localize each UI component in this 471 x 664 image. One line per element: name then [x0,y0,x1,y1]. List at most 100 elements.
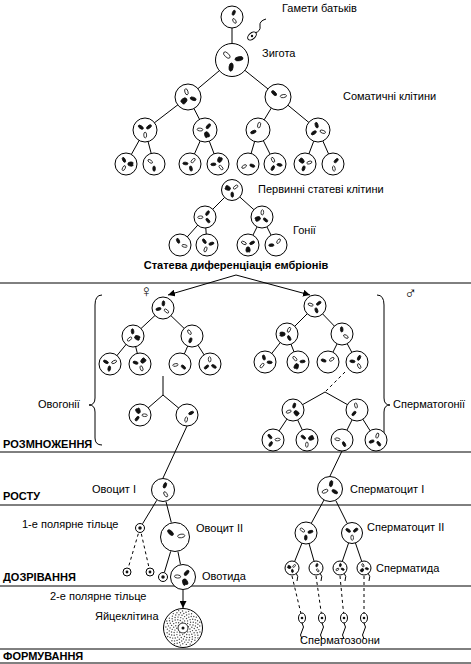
chromosome [376,441,381,447]
cell-outline [251,206,273,228]
yolk-dot [192,639,193,640]
cell [181,325,203,347]
cell-outline [322,153,344,175]
chromosome [103,359,109,364]
yolk-dot [171,618,172,619]
chromosome [222,51,231,60]
chromosome [218,157,223,163]
chromosome [365,567,369,570]
chromosome [375,433,379,439]
cell-outline [333,561,347,575]
cell [237,153,259,175]
lineage-line [316,576,322,618]
cell [264,153,286,175]
chromosome [197,128,203,131]
yolk-dot [174,640,175,641]
yolk-dot [180,644,181,645]
cell-outline [169,353,191,375]
yolk-dot [169,633,170,634]
chromosome [241,241,247,246]
cell [251,206,273,228]
chromosome [142,414,147,417]
cell-outline [357,561,371,575]
chromosome [189,166,193,172]
chromosome [350,360,356,363]
lineage-line [145,97,188,130]
chromosome [204,364,210,369]
yolk-dot [177,616,178,617]
yolk-dot [169,637,170,638]
chromosome [141,359,147,364]
chromosome [131,329,134,334]
yolk-dot [172,637,173,638]
cell-outline [159,573,168,582]
yolk-dot [194,634,195,635]
yolk-dot [198,629,199,630]
yolk-dot [165,626,166,627]
cell-node: Овоцит I [151,478,175,502]
yolk-dot [166,632,167,633]
cell-outline [179,153,201,175]
cell [262,429,284,451]
cell-outline [306,118,330,142]
chromosome [333,158,339,164]
yolk-dot [191,627,192,628]
yolk-dot [183,638,184,639]
cell-outline [169,234,191,256]
yolk-dot [177,636,178,637]
cell-outline [181,325,203,347]
yolk-dot [166,620,167,621]
chromosome [268,441,273,447]
chromosome [305,442,308,447]
cell [246,118,270,142]
chromosome [190,158,196,164]
yolk-dot [182,634,183,635]
yolk-dot [184,616,185,617]
yolk-dot [191,634,192,635]
yolk-dot [167,628,168,629]
chromosome [163,491,168,497]
yolk-dot [176,631,177,632]
cell [346,351,368,373]
chromosome [139,365,143,371]
yolk-dot [199,625,200,626]
lineage-connector [164,551,170,572]
cell-node: Овотида [170,564,196,590]
cell [99,353,121,375]
chromosome [369,439,375,443]
cell [309,561,323,581]
chromosome [184,417,188,423]
stage-divider [0,505,471,506]
chromosome [190,96,197,101]
text-label: Гонії [293,224,316,237]
yolk-dot [174,635,175,636]
yolk-dot [171,634,172,635]
yolk-dot [175,625,176,626]
chromosome [182,627,185,630]
text-label: Сперматозоони [300,634,380,647]
cell-label: Сперматоцит I [350,483,424,496]
chromosome [108,366,111,372]
cell [122,325,144,347]
cell [254,351,276,373]
yolk-dot [169,617,170,618]
yolk-dot [185,611,186,612]
yolk-dot [174,643,175,644]
cell [123,568,131,576]
text-label: Гамети батьків [282,2,357,15]
yolk-dot [172,621,173,622]
cell-outline [99,353,121,375]
curly-bracket [89,295,102,445]
cell-outline [143,153,165,175]
cell-outline [296,429,318,451]
cell-outline [265,234,287,256]
chromosome [153,166,156,171]
chromosome [267,361,272,364]
chromosome [340,327,343,332]
yolk-dot [181,640,182,641]
chromosome [147,159,153,164]
chromosome [218,165,223,171]
cell [169,234,191,256]
cell-outline [342,523,363,544]
chromosome [122,157,127,163]
